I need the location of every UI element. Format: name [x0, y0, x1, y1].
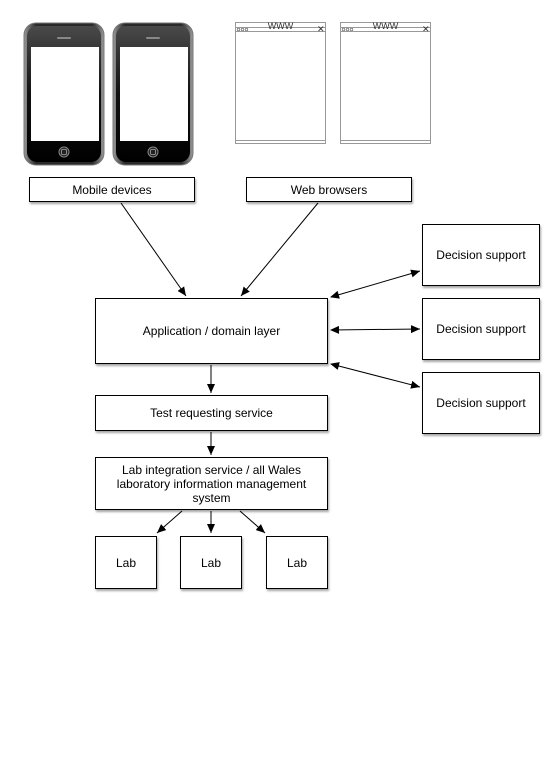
decision-support-label: Decision support — [436, 248, 526, 262]
arrow-lab-integration-to-lab-1 — [156, 510, 183, 534]
mobile-phone-icon — [112, 22, 194, 166]
lab-label: Lab — [286, 555, 308, 570]
lab-integration-service-node: Lab integration service / all Wales labo… — [95, 457, 328, 510]
browser-url-label: WWW — [373, 21, 399, 31]
decision-support-label: Decision support — [436, 322, 526, 336]
test-requesting-service-node: Test requesting service — [95, 395, 328, 431]
web-browsers-node: Web browsers — [246, 177, 412, 202]
arrow-web-to-application — [240, 202, 319, 297]
web-browser-window-icon: WWW ✕ — [235, 21, 326, 144]
close-icon: ✕ — [317, 24, 325, 34]
arrow-mobile-to-application — [120, 202, 187, 297]
web-browsers-label: Web browsers — [290, 182, 368, 197]
mobile-devices-node: Mobile devices — [29, 177, 195, 202]
decision-support-node: Decision support — [422, 224, 540, 286]
decision-support-label: Decision support — [436, 396, 526, 410]
mobile-phone-icon — [23, 22, 105, 166]
lab-node: Lab — [266, 536, 328, 589]
arrow-application-decision-support-3 — [330, 362, 421, 389]
arrow-lab-integration-to-lab-3 — [239, 510, 266, 534]
web-browser-window-icon: WWW ✕ — [340, 21, 431, 144]
browser-url-label: WWW — [268, 21, 294, 31]
mobile-devices-label: Mobile devices — [72, 182, 152, 197]
lab-node: Lab — [95, 536, 157, 589]
lab-label: Lab — [115, 555, 137, 570]
close-icon: ✕ — [422, 24, 430, 34]
arrow-application-decision-support-2 — [330, 325, 421, 334]
decision-support-node: Decision support — [422, 298, 540, 360]
application-domain-layer-label: Application / domain layer — [142, 324, 281, 338]
lab-label: Lab — [200, 555, 222, 570]
arrow-application-decision-support-1 — [330, 269, 421, 299]
application-domain-layer-node: Application / domain layer — [95, 298, 328, 364]
test-requesting-service-label: Test requesting service — [150, 406, 273, 420]
lab-node: Lab — [180, 536, 242, 589]
lab-integration-service-label: Lab integration service / all Wales labo… — [116, 462, 307, 505]
decision-support-node: Decision support — [422, 372, 540, 434]
